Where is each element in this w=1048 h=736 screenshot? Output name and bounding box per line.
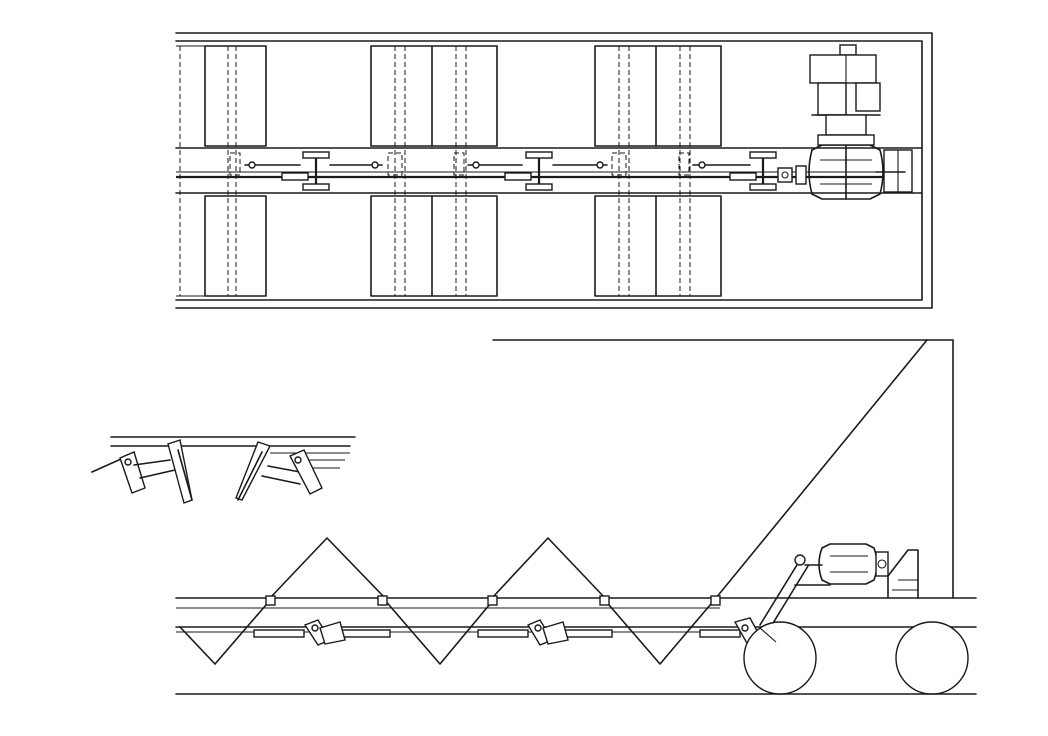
plan-linkage-3 — [678, 151, 807, 191]
detail-view — [91, 436, 356, 504]
bearing-3a — [749, 151, 777, 159]
plan-linkage-2 — [453, 151, 627, 191]
door-pair-2 — [370, 45, 498, 297]
elevation-linkage-1 — [253, 619, 391, 646]
hopper-pocket-2 — [487, 537, 721, 665]
door-3-lower — [594, 195, 722, 297]
door-2-lower — [370, 195, 498, 297]
plan-air-cylinder — [808, 144, 913, 200]
detail-linkage-right — [235, 441, 323, 501]
wheel-rear — [895, 621, 969, 695]
elevation-air-cylinder — [759, 543, 919, 629]
bearing-2b — [525, 183, 553, 191]
bearing-1b — [302, 183, 330, 191]
door-pair-1 — [176, 45, 267, 297]
bearing-1a — [302, 151, 330, 159]
plan-frame-inner — [175, 40, 923, 301]
plan-view — [175, 32, 933, 309]
plan-frame-outer — [175, 32, 933, 309]
wheel-front — [743, 621, 817, 695]
hopper-pocket-1 — [179, 537, 496, 665]
door-2-upper — [370, 45, 498, 147]
clevis-block — [777, 167, 793, 183]
plan-valve-assembly — [809, 44, 881, 146]
car-slope-sheet — [715, 339, 928, 599]
elevation-linkage-2 — [477, 619, 613, 646]
door-3-upper — [594, 45, 722, 147]
door-pair-3 — [594, 45, 722, 297]
detail-linkage-left — [91, 439, 193, 504]
bearing-2a — [525, 151, 553, 159]
bearing-3b — [749, 183, 777, 191]
plan-linkage-1 — [229, 151, 403, 191]
elevation-view — [175, 339, 977, 695]
